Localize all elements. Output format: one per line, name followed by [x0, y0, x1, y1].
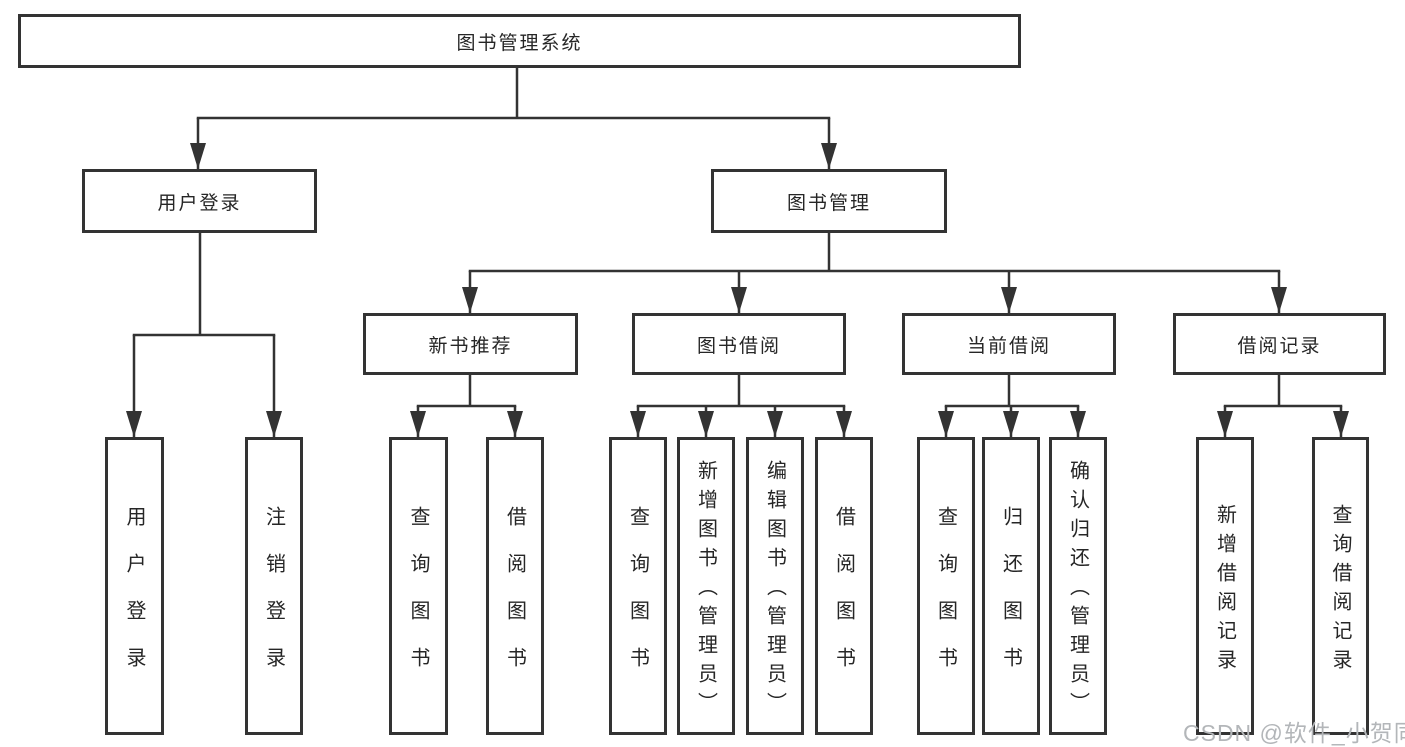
leaf-confirm-return-admin-label: 确认归还（管理员） — [1066, 460, 1089, 721]
node-root-label: 图书管理系统 — [456, 32, 583, 54]
leaf-add-borrow-record-label: 新增借阅记录 — [1213, 503, 1236, 678]
node-current-borrowing: 当前借阅 — [902, 313, 1116, 375]
leaf-user-login: 用户登录 — [105, 437, 164, 735]
node-root: 图书管理系统 — [18, 14, 1021, 68]
node-new-book-recommend-label: 新书推荐 — [428, 335, 513, 357]
leaf-edit-books-admin-label: 编辑图书（管理员） — [763, 460, 786, 721]
node-current-borrowing-label: 当前借阅 — [966, 335, 1051, 357]
leaf-add-books-admin-label: 新增图书（管理员） — [694, 460, 717, 721]
tree-rails — [132, 66, 1343, 408]
leaf-query-books-current: 查询图书 — [917, 437, 975, 735]
leaf-borrow-books-recommend-label: 借阅图书 — [503, 505, 526, 694]
node-user-login-label: 用户登录 — [157, 192, 242, 214]
tree-arrows — [126, 118, 1349, 437]
node-book-borrowing-label: 图书借阅 — [696, 335, 781, 357]
node-new-book-recommend: 新书推荐 — [363, 313, 578, 375]
leaf-query-borrow-record-label: 查询借阅记录 — [1329, 503, 1351, 678]
leaf-confirm-return-admin: 确认归还（管理员） — [1049, 437, 1107, 735]
leaf-query-books-recommend-label: 查询图书 — [407, 505, 429, 694]
leaf-query-books-recommend: 查询图书 — [389, 437, 448, 735]
leaf-borrow-books: 借阅图书 — [815, 437, 873, 735]
leaf-logout-label: 注销登录 — [262, 505, 285, 694]
node-book-borrowing: 图书借阅 — [632, 313, 846, 375]
leaf-borrow-books-recommend: 借阅图书 — [486, 437, 544, 735]
node-book-management-label: 图书管理 — [786, 192, 871, 214]
leaf-logout: 注销登录 — [245, 437, 303, 735]
leaf-add-borrow-record: 新增借阅记录 — [1196, 437, 1254, 735]
node-user-login: 用户登录 — [82, 169, 317, 233]
leaf-user-login-label: 用户登录 — [123, 505, 145, 694]
leaf-return-books-label: 归还图书 — [999, 505, 1022, 694]
csdn-watermark: CSDN @软件_小贺同学 — [1183, 720, 1405, 746]
node-borrow-records-label: 借阅记录 — [1237, 335, 1322, 357]
node-book-management: 图书管理 — [711, 169, 947, 233]
leaf-return-books: 归还图书 — [982, 437, 1040, 735]
leaf-query-books-borrowing: 查询图书 — [609, 437, 667, 735]
leaf-query-borrow-record: 查询借阅记录 — [1312, 437, 1369, 735]
leaf-query-books-current-label: 查询图书 — [934, 505, 957, 694]
leaf-query-books-borrowing-label: 查询图书 — [626, 505, 649, 694]
leaf-edit-books-admin: 编辑图书（管理员） — [746, 437, 804, 735]
leaf-add-books-admin: 新增图书（管理员） — [677, 437, 735, 735]
node-borrow-records: 借阅记录 — [1173, 313, 1386, 375]
leaf-borrow-books-label: 借阅图书 — [832, 505, 855, 694]
